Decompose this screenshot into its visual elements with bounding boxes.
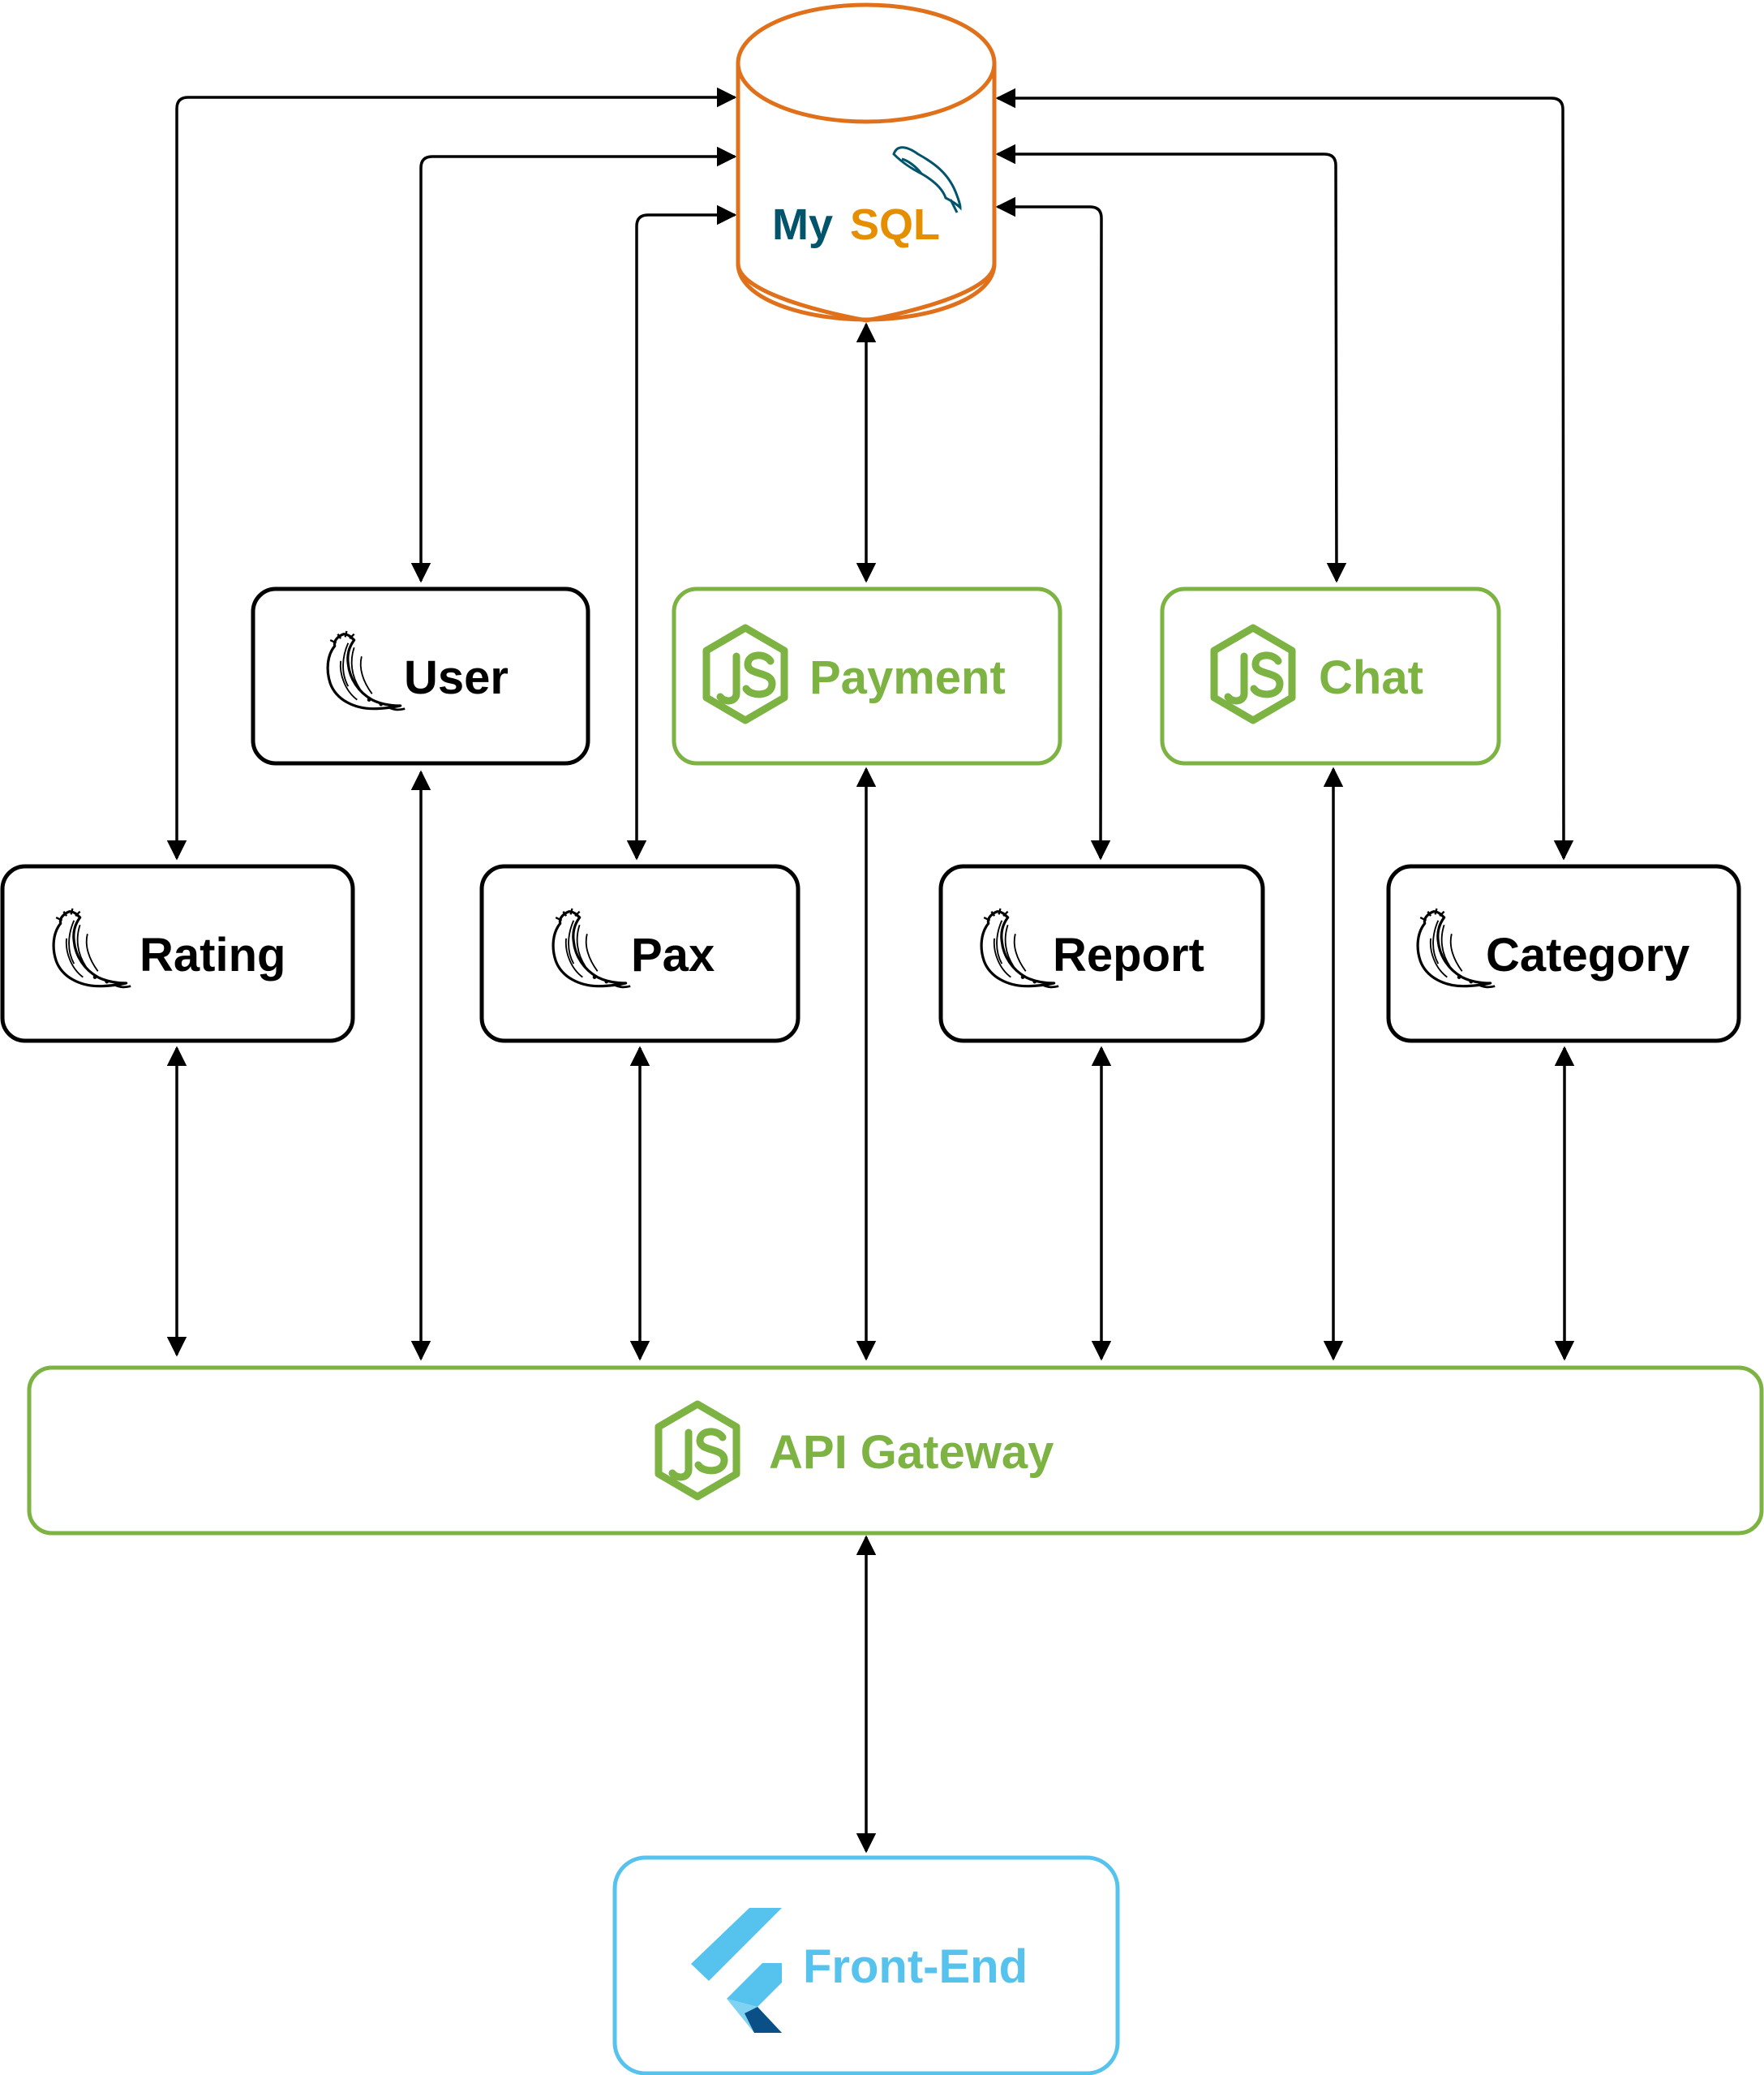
service-label-user: User [404, 651, 509, 704]
frontend-label: Front-End [803, 1940, 1028, 1993]
mysql-logo-sql: SQL [850, 200, 940, 249]
api-gateway[interactable]: API Gateway [27, 1365, 1764, 1536]
mysql-dolphin-icon [892, 146, 962, 213]
service-label-chat: Chat [1319, 651, 1423, 704]
service-pax[interactable]: Pax [479, 864, 800, 1043]
service-chat[interactable]: Chat [1160, 586, 1501, 766]
connector-db-chat [995, 144, 1347, 583]
service-label-pax: Pax [631, 929, 715, 982]
service-label-payment: Payment [809, 651, 1006, 704]
service-payment[interactable]: Payment [672, 586, 1062, 766]
front-end[interactable]: Front-End [612, 1855, 1120, 2075]
connector-db-rating [166, 87, 737, 861]
mysql-database: My SQL [736, 2, 997, 323]
connector-db-category [995, 88, 1574, 861]
service-report[interactable]: Report [938, 864, 1265, 1043]
connectors [166, 87, 1575, 1854]
service-rating[interactable]: Rating [0, 864, 355, 1043]
flutter-logo-icon [691, 1908, 782, 2033]
connector-db-user [410, 146, 737, 583]
service-label-rating: Rating [139, 929, 285, 982]
service-label-category: Category [1486, 929, 1689, 982]
service-user[interactable]: User [251, 586, 590, 766]
mysql-logo-my: My [772, 200, 833, 249]
service-category[interactable]: Category [1386, 864, 1741, 1043]
service-label-report: Report [1053, 929, 1204, 982]
gateway-label: API Gateway [769, 1426, 1054, 1479]
connector-db-pax [626, 204, 737, 861]
